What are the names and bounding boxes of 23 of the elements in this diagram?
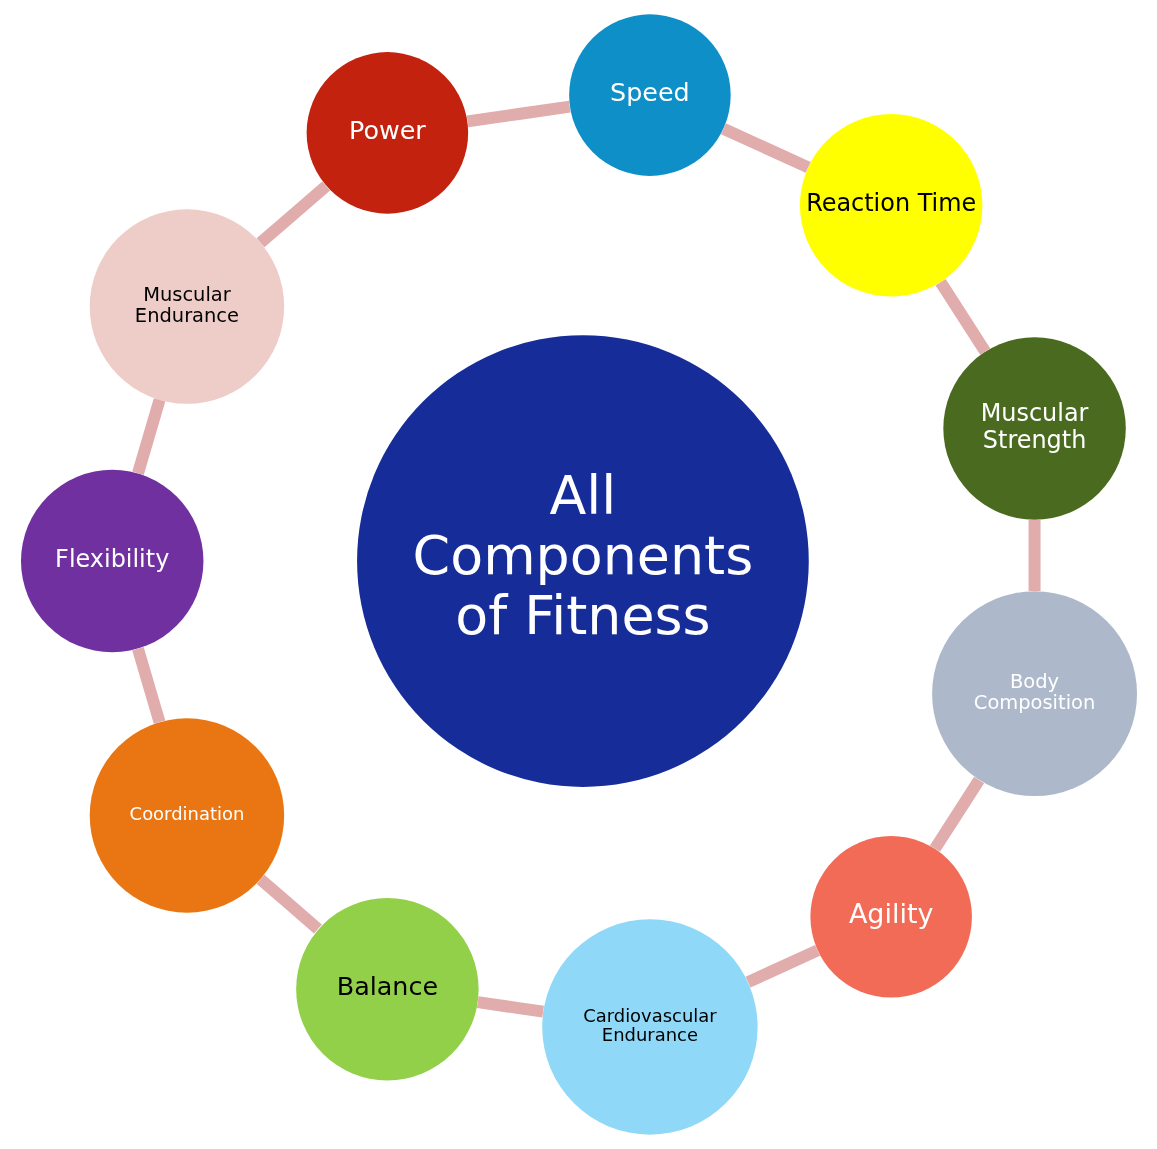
- node-circle: Agility: [809, 836, 972, 998]
- connector: [256, 181, 330, 248]
- node-circle: Muscular Strength: [942, 337, 1126, 520]
- node-circle: Coordination: [89, 718, 284, 913]
- node-circle: All Components of Fitness: [356, 335, 809, 787]
- connector: [745, 944, 820, 988]
- connector: [131, 398, 165, 475]
- node-circle: Power: [306, 52, 468, 214]
- connector: [476, 996, 544, 1018]
- node-circle: Speed: [568, 14, 731, 176]
- node-circle: Reaction Time: [799, 114, 982, 297]
- connector: [929, 776, 984, 852]
- connector: [1028, 519, 1041, 592]
- connector: [131, 646, 165, 724]
- node-circle: Cardiovascular Endurance: [541, 919, 758, 1135]
- node-circle: Balance: [295, 897, 479, 1081]
- node-circle: Flexibility: [20, 469, 203, 653]
- connector: [720, 123, 811, 173]
- connector: [935, 279, 990, 355]
- node-circle: Body Composition: [931, 591, 1137, 797]
- connector: [256, 874, 322, 934]
- node-circle: Muscular Endurance: [89, 209, 284, 404]
- connector: [466, 100, 571, 128]
